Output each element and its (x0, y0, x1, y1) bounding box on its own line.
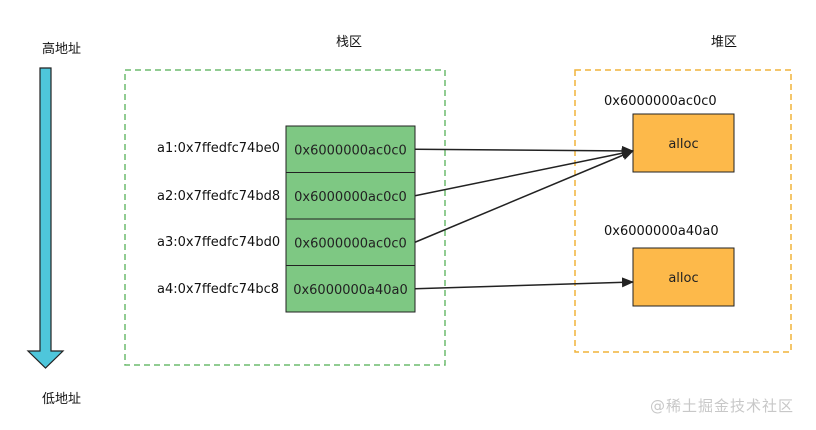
heap-address-label-2: 0x6000000a40a0 (604, 224, 719, 239)
stack-address-label-3: a3:0x7ffedfc74bd0 (157, 235, 281, 250)
heap-block (632, 113, 735, 173)
high-address-label: 高地址 (42, 42, 82, 57)
stack-region (124, 69, 446, 366)
pointer-arrow (414, 277, 634, 290)
pointer-arrows (414, 145, 634, 290)
pointer-arrow (414, 150, 634, 243)
stack-address-label-2: a2:0x7ffedfc74bd8 (157, 189, 281, 204)
stack-address-label-4: a4:0x7ffedfc74bc8 (157, 282, 279, 297)
heap-area-title: 堆区 (711, 35, 738, 50)
stack-cell-value: 0x6000000ac0c0 (294, 190, 407, 205)
heap-block-label: alloc (668, 271, 698, 286)
stack-cell-value: 0x6000000ac0c0 (294, 143, 407, 158)
stack-cell (285, 172, 416, 220)
stack-cell-value: 0x6000000ac0c0 (294, 236, 407, 251)
stack-cell-value: 0x6000000a40a0 (293, 283, 408, 298)
stack-address-label-1: a1:0x7ffedfc74be0 (157, 141, 280, 156)
watermark: @稀土掘金技术社区 (650, 397, 795, 415)
heap-block-label: alloc (668, 137, 698, 152)
pointer-arrow (414, 148, 634, 197)
heap-region (574, 69, 792, 353)
pointer-arrow (414, 145, 634, 156)
stack-area-title: 栈区 (336, 35, 363, 50)
heap-block (632, 247, 735, 307)
heap-blocks: alloc alloc (632, 113, 735, 307)
heap-address-label-1: 0x6000000ac0c0 (604, 94, 717, 109)
stack-cells: 0x6000000ac0c0 0x6000000ac0c0 0x6000000ac0… (285, 125, 416, 313)
address-direction-arrow (26, 67, 65, 369)
low-address-label: 低地址 (42, 392, 82, 407)
